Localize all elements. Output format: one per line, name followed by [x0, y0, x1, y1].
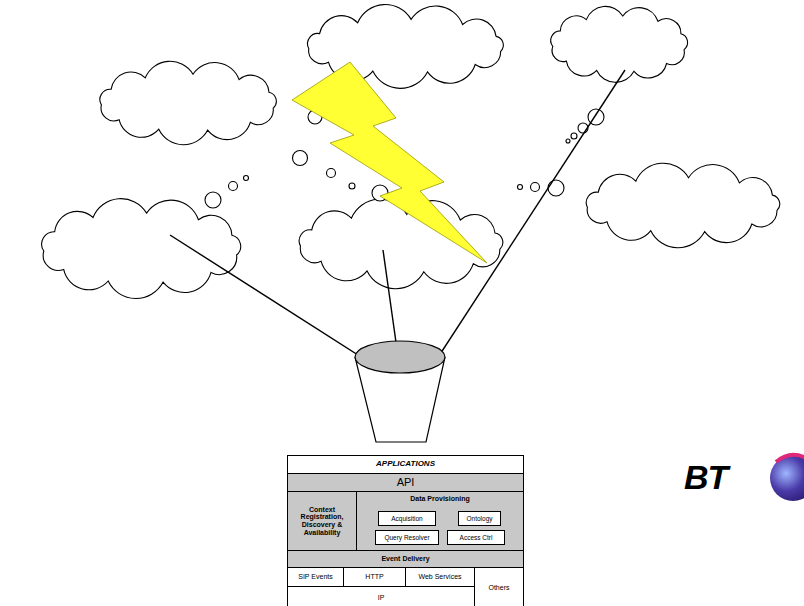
- flow-arrow: [420, 70, 625, 385]
- layer-band: Event Delivery: [287, 550, 524, 568]
- protocol-box: IP: [287, 586, 475, 606]
- cloud-shape: [586, 163, 779, 248]
- thought-bubble: [571, 133, 577, 139]
- node-text: Event Delivery: [381, 555, 429, 563]
- thought-bubble: [327, 169, 336, 178]
- cloud-shape: [42, 199, 241, 299]
- thought-bubble: [566, 139, 570, 143]
- node-text: Data Provisioning: [410, 495, 470, 503]
- logo-text: BT: [684, 458, 727, 497]
- node-text: Web Services: [418, 573, 461, 581]
- node-text: Acquisition: [391, 515, 422, 522]
- thought-bubble: [244, 176, 249, 181]
- node-text: Query Resolver: [384, 534, 429, 541]
- protocol-box: SIP Events: [287, 567, 344, 587]
- globe-stripe: [776, 455, 804, 462]
- module-box: Query Resolver: [375, 530, 439, 545]
- thought-bubble: [293, 151, 308, 166]
- node-text: Context Registration, Discovery & Availa…: [288, 506, 356, 537]
- thought-bubble: [349, 183, 355, 189]
- layer-band: API: [287, 473, 524, 492]
- node-text: Ontology: [466, 515, 492, 522]
- thought-bubble: [229, 182, 238, 191]
- thought-bubble: [518, 185, 523, 190]
- thought-bubble: [531, 183, 540, 192]
- node-text: SIP Events: [298, 573, 333, 581]
- cloud-shape: [299, 199, 503, 289]
- cloud-shape: [551, 6, 688, 82]
- cloud-shape: [100, 61, 276, 144]
- component-box: Context Registration, Discovery & Availa…: [287, 491, 357, 551]
- node-text: APPLICATIONS: [376, 460, 435, 469]
- thought-bubble: [205, 192, 221, 208]
- thought-bubble: [548, 180, 564, 196]
- node-text: Access Ctrl: [460, 534, 493, 541]
- funnel: [355, 341, 445, 442]
- globe-symbol: [770, 455, 804, 501]
- component-box: Data ProvisioningAcquisition OntologyQuer…: [356, 491, 524, 551]
- protocol-box: Web Services: [405, 567, 475, 587]
- node-text: IP: [378, 594, 385, 602]
- node-text: HTTP: [365, 573, 383, 581]
- lightning-bolt: [292, 62, 487, 263]
- bt-globe: [770, 455, 804, 501]
- module-box: Ontology: [458, 511, 501, 526]
- protocol-box: Others: [474, 567, 524, 606]
- module-box: Access Ctrl: [447, 530, 505, 545]
- funnel-top: [355, 341, 445, 373]
- node-text: API: [397, 476, 415, 488]
- layer-band: APPLICATIONS: [287, 455, 524, 474]
- module-box: Acquisition: [378, 511, 436, 526]
- protocol-box: HTTP: [343, 567, 406, 587]
- node-text: Others: [488, 584, 509, 592]
